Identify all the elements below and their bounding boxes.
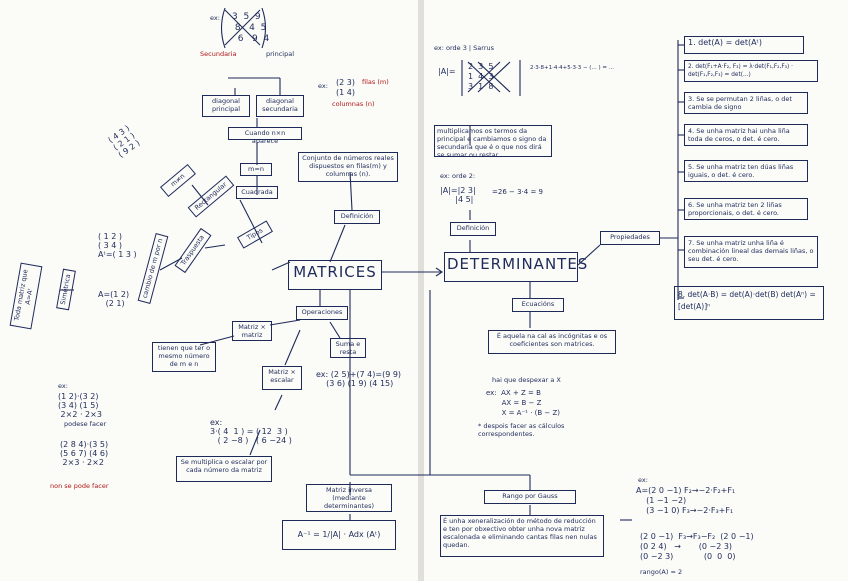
propiedad-1: 1. det(A) = det(Aᵗ) xyxy=(684,36,804,54)
sarrus-matrix: 2 3 5 1 4 3 3 1 8 xyxy=(468,62,494,91)
det-a-label: |A|= xyxy=(438,67,456,76)
propiedad-3: 3. Se se permutan 2 liñas, o det cambia … xyxy=(684,92,808,114)
propiedad-7: 7. Se unha matriz unha liña é combinació… xyxy=(684,236,818,268)
gauss-matrix-initial: A=(2 0 −1) F₂→−2·F₂+F₁ (1 −1 −2) (3 −1 0… xyxy=(636,486,736,515)
rango-gauss-box: Rango por Gauss xyxy=(484,490,576,504)
label-secundaria: Secundaria xyxy=(200,50,237,58)
matriz-x-matriz-box: Matriz × matriz xyxy=(232,321,272,341)
orde2-label: ex: orde 2: xyxy=(440,172,476,180)
label-filas: filas (m) xyxy=(362,78,389,86)
tienen-mesmo-box: tienen que ter o mesmo número de m e n xyxy=(152,342,216,372)
definicion-det-box: Definición xyxy=(450,222,496,236)
propiedad-6: 6. Se unha matriz ten 2 liñas proporcion… xyxy=(684,198,808,220)
traspuesta-example: ( 1 2 ) ( 3 4 ) Aᵗ=( 1 3 ) xyxy=(98,232,137,259)
sample-matrix-3x3: 3 5 9 8 4 5 6 9 4 xyxy=(232,12,270,44)
cuando-nxn-box: Cuando n×n aparece xyxy=(228,127,302,145)
propiedad-8: 8. det(A·B) = det(A)·det(B) det(Aⁿ) = [d… xyxy=(674,286,824,320)
suma-resta-box: Suma e resta xyxy=(330,338,366,358)
propiedad-2: 2. det(F₁+A·F₂, F₃) = λ·det(F₁,F₂,F₃) · … xyxy=(684,60,818,82)
matrices-title-box: MATRICES xyxy=(288,260,382,290)
rango-definicion-box: É unha xeneralización do método de reduc… xyxy=(440,515,604,557)
multiplica-escalar-box: Se multiplica o escalar por cada número … xyxy=(176,456,272,482)
example-label-mult: ex: xyxy=(58,382,68,390)
gauss-matrix-final: (2 0 −1) F₃→F₃−F₂ (2 0 −1) (0 2 4) → (0 … xyxy=(640,532,754,561)
determinantes-title-box: DETERMINANTES xyxy=(444,252,587,282)
operaciones-box: Operaciones xyxy=(296,306,348,320)
despexar-label: hai que despexar a X xyxy=(492,376,561,384)
m-eq-n-box: m=n xyxy=(240,163,272,176)
ecuacion-example: ex: AX + Z = B AX = B − Z X = A⁻¹ · (B −… xyxy=(486,389,561,417)
diagonal-secundaria-box: diagonal secundaria xyxy=(256,95,304,117)
multiplicamos-box: multiplicamos os termos da principal e c… xyxy=(434,125,552,159)
simetrica-example: A=(1 2) (2 1) xyxy=(98,290,130,308)
rango-result: rango(A) = 2 xyxy=(640,568,683,576)
ecuacion-definicion-box: É aquela na cal as incógnitas e os coefi… xyxy=(488,330,616,354)
cuadrada-box: Cuadrada xyxy=(236,186,278,199)
notebook-fold xyxy=(418,0,424,581)
orde2-result: =26 − 3·4 = 9 xyxy=(492,188,543,196)
conjunto-numeros-box: Conjunto de números reales dispuestos en… xyxy=(298,152,398,182)
example-label-gauss: ex: xyxy=(638,476,648,484)
orde3-label: ex: orde 3 | Sarrus xyxy=(434,44,495,52)
orde2-matrix: |A|=|2 3| |4 5| xyxy=(440,186,476,204)
escalar-example: ex: 3·( 4 1 ) = ( 12 3 ) ( 2 −8 ) ( 6 −2… xyxy=(210,418,292,445)
example-label-top: ex: xyxy=(210,14,220,22)
right-page xyxy=(424,0,848,581)
label-principal: principal xyxy=(266,50,295,58)
suma-example: ex: (2 5)+(7 4)=(9 9) (3 6) (1 9) (4 15) xyxy=(316,370,402,388)
diagonal-principal-box: diagonal principal xyxy=(202,95,250,117)
mult-example-valid: (1 2)·(3 2) (3 4) (1 5) 2×2 · 2×3 xyxy=(58,392,102,419)
label-non-se-pode: non se pode facer xyxy=(50,482,109,490)
mult-example-invalid: (2 8 4)·(3 5) (5 6 7) (4 6) 2×3 · 2×2 xyxy=(60,440,109,467)
example-label-filas: ex: xyxy=(318,82,328,90)
label-columnas: columnas (n) xyxy=(332,100,375,108)
inversa-formula-box: A⁻¹ = 1/|A| · Adx (Aᵗ) xyxy=(282,520,396,550)
despois-label: * despois facer as cálculos corresponden… xyxy=(478,422,565,438)
filas-columnas-example: (2 3) (1 4) xyxy=(336,78,355,97)
propiedad-5: 5. Se unha matriz ten dúas liñas iguais,… xyxy=(684,160,808,182)
ecuacions-box: Ecuacións xyxy=(512,298,564,312)
matriz-x-escalar-box: Matriz × escalar xyxy=(262,366,302,390)
propiedad-4: 4. Se unha matriz hai unha liña toda de … xyxy=(684,124,808,146)
sarrus-result: 2·3·8+1·4·4+5·3·3 − (... ) = ... xyxy=(530,65,614,71)
definicion-matrices-box: Definición xyxy=(334,210,380,224)
label-podese: podese facer xyxy=(64,420,107,428)
propiedades-box: Propiedades xyxy=(600,231,660,245)
matriz-inversa-box: Matriz inversa (mediante determinantes) xyxy=(306,484,392,512)
